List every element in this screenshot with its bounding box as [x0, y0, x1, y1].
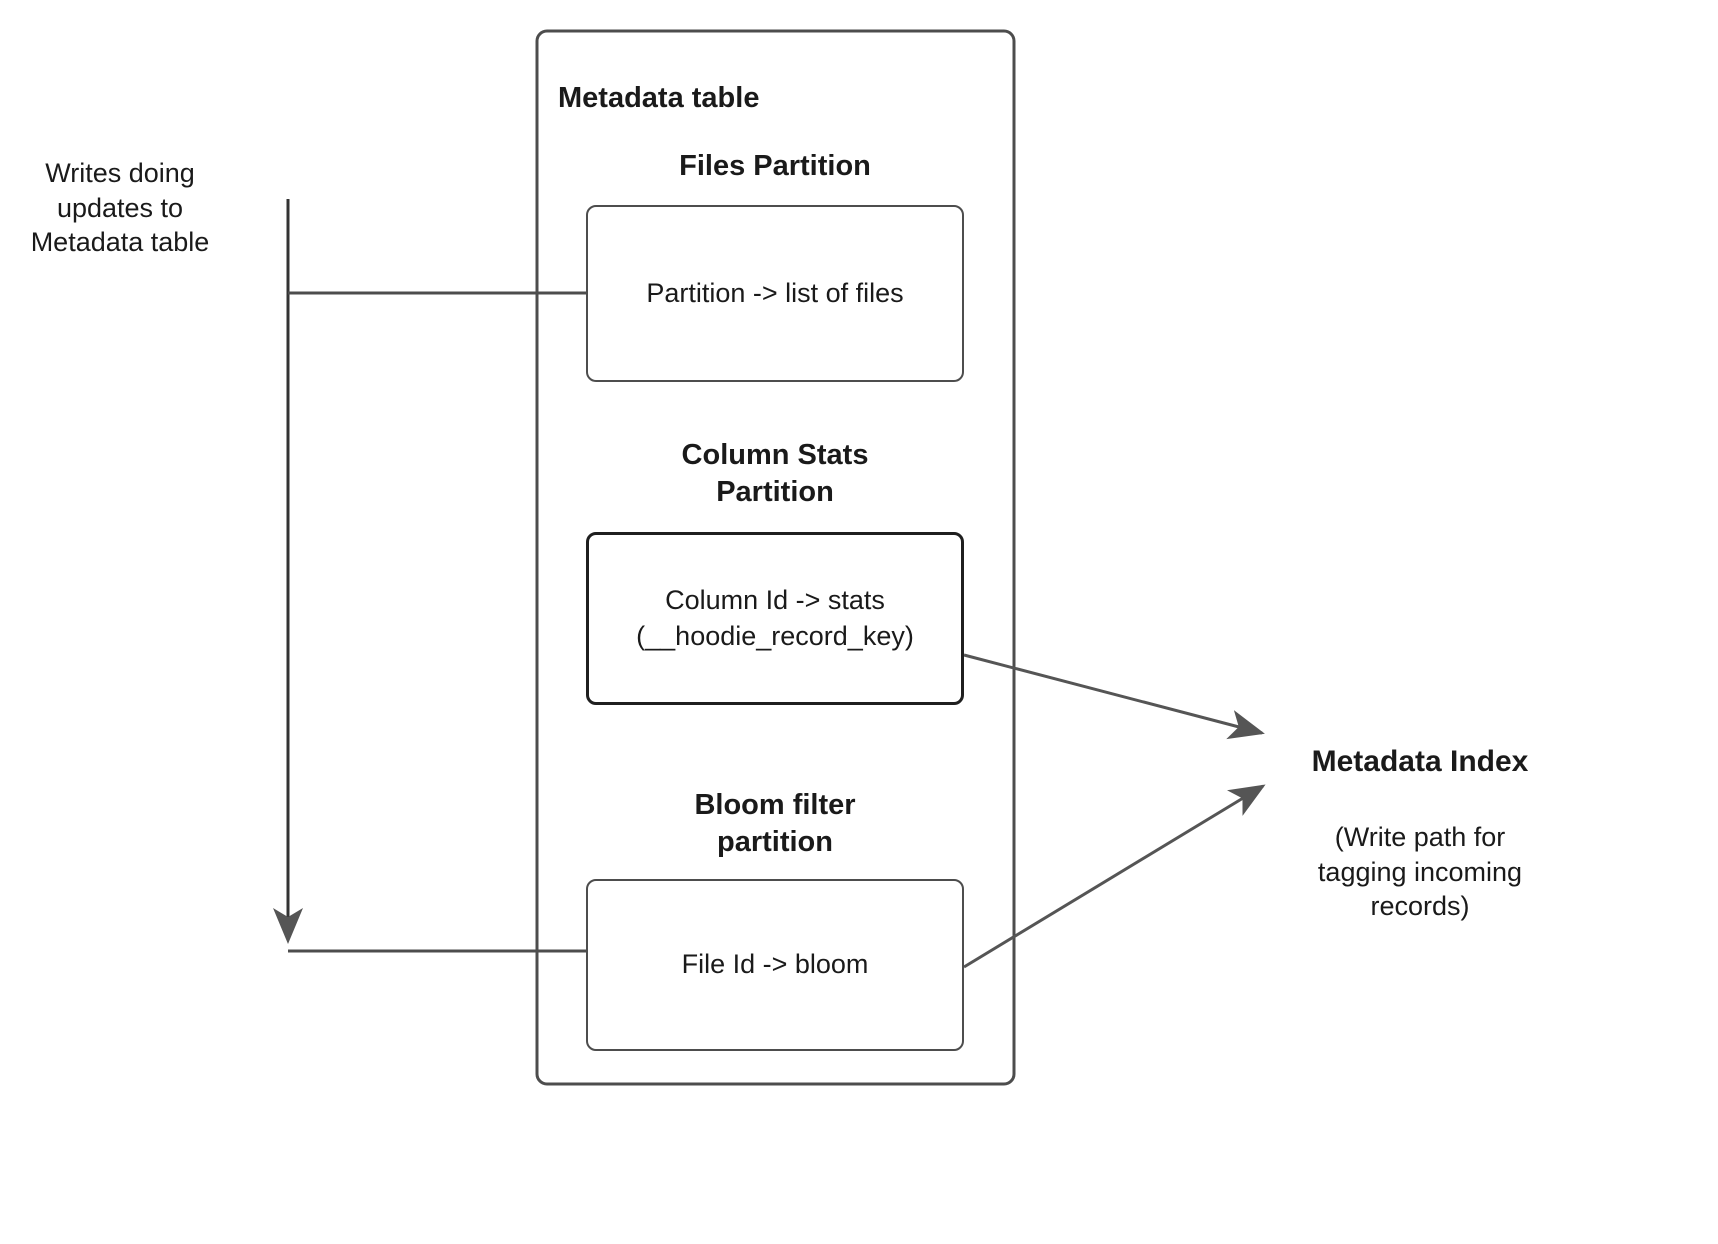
colstats-to-index-arrow: [963, 653, 1265, 740]
column-stats-partition-box-text: Column Id -> stats (__hoodie_record_key): [636, 585, 914, 651]
column-stats-partition-heading: Column Stats Partition: [681, 439, 869, 509]
writes-updates-caption: Writes doing updates to Metadata table: [30, 158, 210, 258]
files-partition-box: Partition -> list of files: [586, 205, 964, 382]
metadata-index-title: Metadata Index: [1311, 745, 1529, 778]
bloom-filter-partition-box-text: File Id -> bloom: [681, 949, 869, 980]
bloom-filter-partition-box: File Id -> bloom: [586, 879, 964, 1051]
files-partition-box-text: Partition -> list of files: [646, 277, 904, 308]
metadata-index-caption: (Write path for tagging incoming records…: [1317, 822, 1523, 922]
bloom-filter-partition-heading: Bloom filter partition: [694, 789, 856, 859]
files-partition-heading: Files Partition: [679, 150, 871, 182]
column-stats-partition-box: Column Id -> stats (__hoodie_record_key): [586, 532, 964, 705]
metadata-table-title: Metadata table: [558, 82, 760, 114]
bloom-to-index-arrow: [963, 784, 1266, 969]
